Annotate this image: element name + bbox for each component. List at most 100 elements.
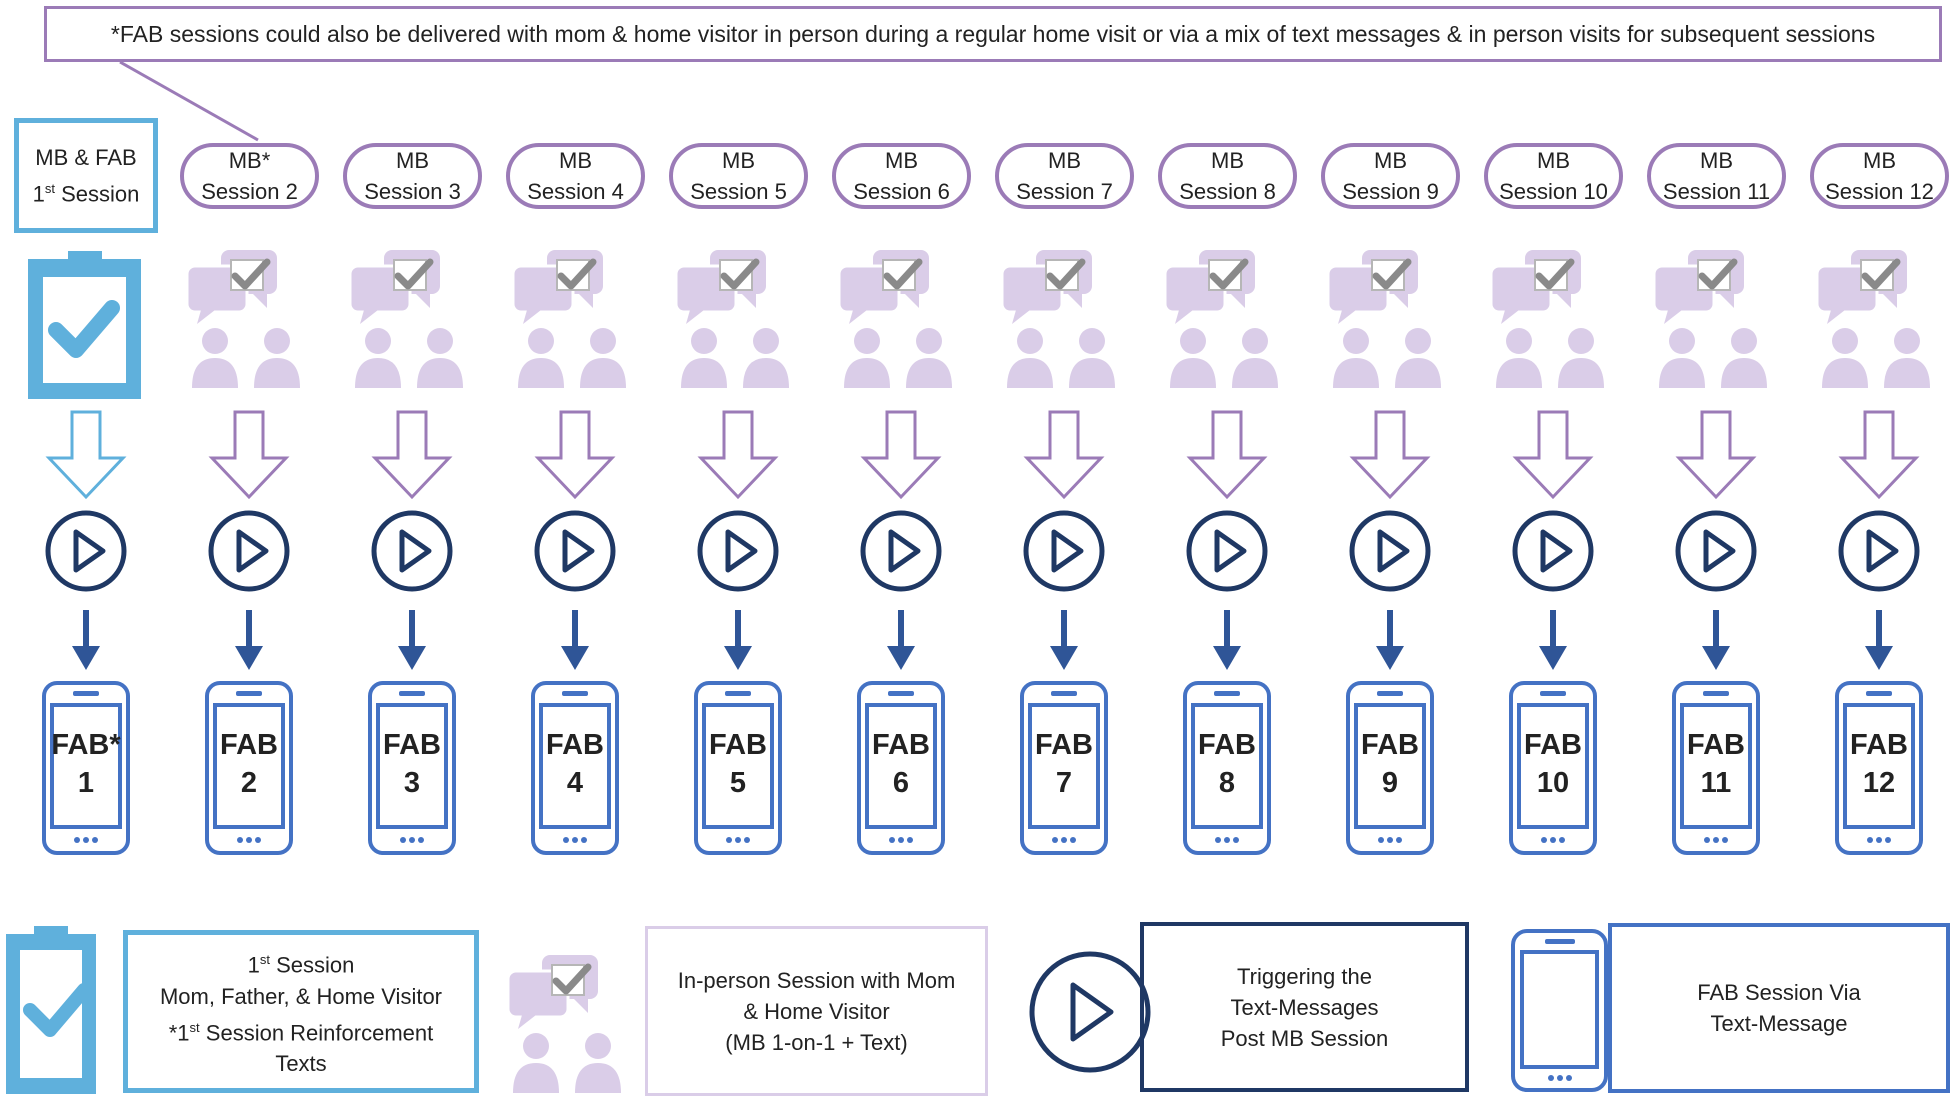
trigger-arrow bbox=[1213, 610, 1241, 670]
phone-label-title: FAB bbox=[1524, 729, 1582, 761]
phone-label-title: FAB bbox=[546, 729, 604, 761]
smartphone-icon bbox=[1835, 681, 1923, 855]
session-pill-2: MB* Session 2 bbox=[180, 143, 319, 209]
play-circle-icon bbox=[208, 510, 290, 592]
legend-fab-line1: FAB Session Via bbox=[1697, 980, 1861, 1005]
session-pill-bottom: Session 5 bbox=[690, 179, 787, 204]
legend-fab-session: FAB Session Via Text-Message bbox=[1608, 923, 1950, 1093]
play-circle-icon bbox=[697, 510, 779, 592]
chat-people-icon bbox=[1165, 250, 1278, 388]
chat-people-icon bbox=[1491, 250, 1604, 388]
play-circle-icon bbox=[1023, 510, 1105, 592]
trigger-arrow bbox=[1050, 610, 1078, 670]
phone-label-title: FAB* bbox=[51, 729, 121, 761]
phone-label-7: FAB 7 bbox=[1024, 726, 1104, 802]
phone-label-10: FAB 10 bbox=[1513, 726, 1593, 802]
legend-first-line3: *1st Session Reinforcement bbox=[168, 1019, 434, 1045]
phone-label-number: 7 bbox=[1055, 767, 1073, 799]
session-pill-bottom: Session 11 bbox=[1662, 179, 1771, 204]
phone-label-title: FAB bbox=[1361, 729, 1419, 761]
chat-people-icon bbox=[1654, 250, 1767, 388]
phone-label-number: 4 bbox=[566, 767, 584, 799]
session-pill-bottom: Session 12 bbox=[1825, 179, 1934, 204]
session-pill-top: MB bbox=[559, 148, 592, 173]
trigger-arrow bbox=[235, 610, 263, 670]
phone-label-title: FAB bbox=[872, 729, 930, 761]
phone-label-number: 10 bbox=[1536, 767, 1570, 799]
smartphone-icon bbox=[1509, 681, 1597, 855]
phone-label-title: FAB bbox=[709, 729, 767, 761]
legend-first-line1: 1st Session bbox=[247, 952, 355, 978]
phone-label-12: FAB 12 bbox=[1839, 726, 1919, 802]
legend-trigger: Triggering the Text-Messages Post MB Ses… bbox=[1140, 922, 1469, 1092]
phone-label-title: FAB bbox=[1687, 729, 1745, 761]
chat-people-icon bbox=[676, 250, 789, 388]
session-pill-5: MB Session 5 bbox=[669, 143, 808, 209]
legend-inperson-line2: & Home Visitor bbox=[743, 998, 890, 1024]
phone-label-number: 2 bbox=[240, 767, 258, 799]
phone-label-title: FAB bbox=[383, 729, 441, 761]
chat-people-icon bbox=[1328, 250, 1441, 388]
chat-people-icon bbox=[839, 250, 952, 388]
play-circle-icon bbox=[1675, 510, 1757, 592]
chat-people-icon bbox=[513, 250, 626, 388]
down-arrow-icon bbox=[45, 410, 127, 500]
down-arrow-icon bbox=[697, 410, 779, 500]
trigger-arrow bbox=[72, 610, 100, 670]
phone-label-title: FAB bbox=[220, 729, 278, 761]
phone-label-title: FAB bbox=[1035, 729, 1093, 761]
smartphone-icon bbox=[1346, 681, 1434, 855]
phone-label-6: FAB 6 bbox=[861, 726, 941, 802]
legend-first-line4: Texts bbox=[275, 1050, 327, 1076]
first-session-box: MB & FAB 1st Session bbox=[14, 118, 158, 233]
down-arrow-icon bbox=[534, 410, 616, 500]
clipboard-check-icon bbox=[28, 251, 141, 399]
trigger-arrow bbox=[1865, 610, 1893, 670]
play-circle-icon bbox=[1349, 510, 1431, 592]
smartphone-icon bbox=[368, 681, 456, 855]
phone-label-number: 6 bbox=[892, 767, 910, 799]
legend-trigger-line2: Text-Messages bbox=[1230, 994, 1379, 1020]
legend-trigger-line1: Triggering the bbox=[1237, 963, 1372, 989]
phone-label-number: 1 bbox=[77, 767, 95, 799]
trigger-arrow bbox=[724, 610, 752, 670]
session-pill-12: MB Session 12 bbox=[1810, 143, 1949, 209]
smartphone-icon bbox=[857, 681, 945, 855]
session-pill-bottom: Session 2 bbox=[201, 179, 298, 204]
session-pill-top: MB bbox=[1863, 148, 1896, 173]
legend-inperson-line3: (MB 1-on-1 + Text) bbox=[725, 1029, 908, 1055]
session-pill-4: MB Session 4 bbox=[506, 143, 645, 209]
legend-first-line2: Mom, Father, & Home Visitor bbox=[159, 983, 442, 1009]
chat-people-icon bbox=[1817, 250, 1930, 388]
first-session-line2: 1st Session bbox=[32, 180, 140, 207]
session-pill-top: MB bbox=[722, 148, 755, 173]
down-arrow-icon bbox=[1838, 410, 1920, 500]
session-pill-top: MB bbox=[1537, 148, 1570, 173]
play-circle-icon bbox=[45, 510, 127, 592]
session-pill-bottom: Session 10 bbox=[1499, 179, 1608, 204]
session-pill-10: MB Session 10 bbox=[1484, 143, 1623, 209]
session-pill-bottom: Session 4 bbox=[527, 179, 624, 204]
chat-people-icon bbox=[187, 250, 300, 388]
play-circle-icon bbox=[1838, 510, 1920, 592]
phone-label-title: FAB bbox=[1198, 729, 1256, 761]
session-pill-top: MB* bbox=[228, 148, 271, 173]
phone-label-number: 8 bbox=[1218, 767, 1236, 799]
session-pill-top: MB bbox=[1211, 148, 1244, 173]
session-pill-top: MB bbox=[396, 148, 429, 173]
legend-in-person: In-person Session with Mom & Home Visito… bbox=[645, 926, 988, 1096]
smartphone-icon bbox=[531, 681, 619, 855]
legend-trigger-line3: Post MB Session bbox=[1220, 1025, 1389, 1051]
phone-label-2: FAB 2 bbox=[209, 726, 289, 802]
phone-label-title: FAB bbox=[1850, 729, 1908, 761]
phone-label-4: FAB 4 bbox=[535, 726, 615, 802]
legend-inperson-line1: In-person Session with Mom bbox=[677, 967, 956, 993]
play-circle-icon bbox=[1186, 510, 1268, 592]
phone-label-number: 12 bbox=[1862, 767, 1896, 799]
